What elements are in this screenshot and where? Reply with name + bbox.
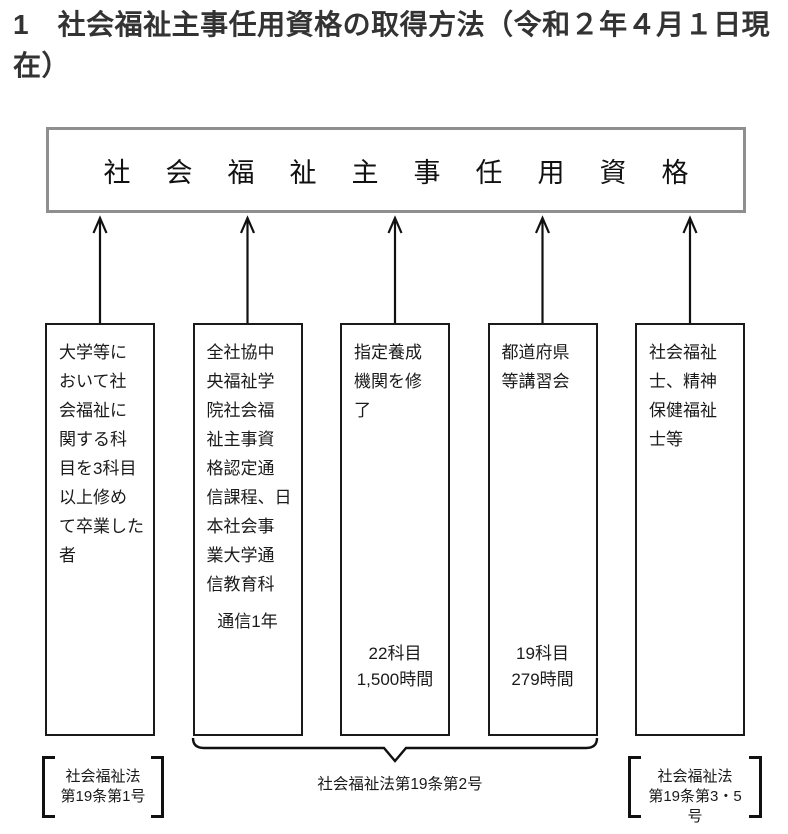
- route-note: 22科目 1,500時間: [356, 644, 434, 689]
- route-text: 全社協中 央福祉学 院社会福 祉主事資 格認定通 信課程、日 本社会事 業大学通…: [206, 343, 292, 594]
- left-bracket-icon: [628, 756, 641, 818]
- arrow-up-icon: [92, 215, 108, 326]
- left-bracket-icon: [42, 756, 55, 818]
- route-text: 都道府県 等講習会: [501, 343, 570, 391]
- legal-ref-middle: 社会福祉法第19条第2号: [317, 776, 483, 793]
- route-box-training-institution: 指定養成 機関を修 了 22科目 1,500時間: [340, 323, 450, 736]
- arrow-up-icon: [682, 215, 698, 326]
- arrow-up-icon: [387, 215, 403, 326]
- brace-icon: [191, 737, 599, 763]
- legal-ref-text: 社会福祉法 第19条第1号: [60, 768, 146, 805]
- route-text: 大学等に おいて社 会福祉に 関する科 目を3科目 以上修め て卒業した 者: [59, 343, 144, 565]
- route-box-prefectural-course: 都道府県 等講習会 19科目 279時間: [487, 323, 598, 736]
- legal-ref-left: 社会福祉法 第19条第1号: [42, 756, 164, 818]
- right-bracket-icon: [151, 756, 164, 818]
- qualification-result-label: 社会福祉主事任用資格: [103, 157, 724, 188]
- qualification-result-box: 社会福祉主事任用資格: [46, 127, 746, 213]
- arrow-up-icon: [239, 215, 256, 326]
- route-box-certified-worker: 社会福祉 士、精神 保健福祉 士等: [635, 323, 745, 736]
- arrow-up-icon: [534, 215, 551, 326]
- route-text: 社会福祉 士、精神 保健福祉 士等: [649, 343, 717, 449]
- legal-ref-right: 社会福祉法 第19条第3・5号: [628, 756, 762, 825]
- route-box-university: 大学等に おいて社 会福祉に 関する科 目を3科目 以上修め て卒業した 者: [45, 323, 155, 736]
- route-note: 19科目 279時間: [511, 644, 574, 689]
- right-bracket-icon: [749, 756, 762, 818]
- route-text: 指定養成 機関を修 了: [354, 343, 422, 420]
- legal-ref-text: 社会福祉法 第19条第3・5号: [648, 768, 742, 825]
- route-note: 通信1年: [217, 612, 278, 631]
- page-title: 1 社会福祉主事任用資格の取得方法（令和２年４月１日現 在）: [13, 9, 771, 81]
- route-box-correspondence-course: 全社協中 央福祉学 院社会福 祉主事資 格認定通 信課程、日 本社会事 業大学通…: [192, 323, 303, 736]
